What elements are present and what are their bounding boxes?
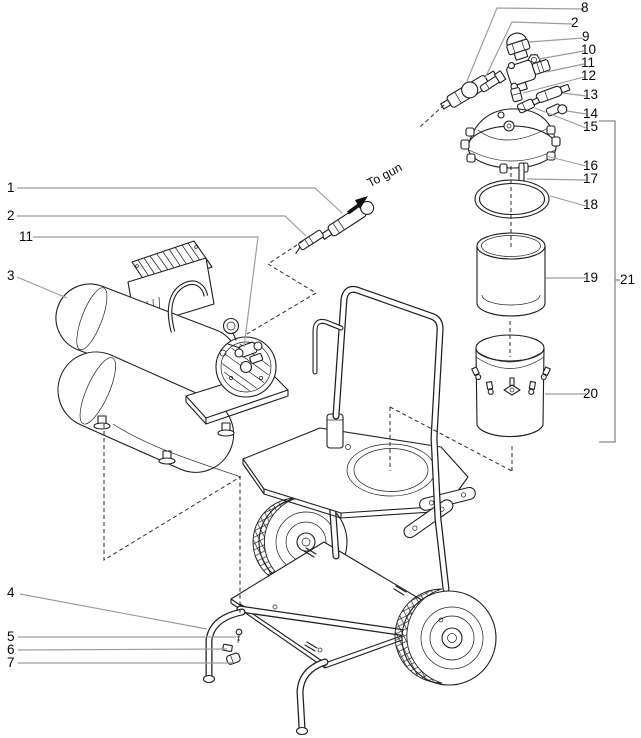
part-19-liner-cup (476, 232, 546, 317)
compressor-fan-shroud (215, 336, 277, 398)
pot-wing-bolt (503, 377, 521, 396)
callout-7: 7 (7, 655, 15, 670)
part-18-gasket (474, 179, 550, 219)
cart-assembly (202, 285, 497, 736)
part-20-pressure-pot (471, 334, 551, 438)
callout-16: 16 (583, 158, 599, 173)
to-gun-fittings (295, 196, 375, 254)
part-12-fitting (510, 82, 523, 103)
callout-19: 19 (583, 270, 599, 285)
callout-11-right: 11 (581, 55, 596, 70)
compressor-tank-lower (57, 351, 235, 473)
callout-6: 6 (7, 642, 15, 657)
callout-12: 12 (581, 68, 597, 83)
callout-2-left: 2 (7, 208, 15, 223)
part-16-lid (460, 108, 561, 174)
pressure-gauge (222, 317, 240, 341)
to-gun-arrow-icon (346, 196, 368, 215)
part-2-fitting-right (479, 70, 507, 93)
compressor-hose (167, 280, 209, 333)
cart-handle (312, 285, 450, 593)
callout-10: 10 (581, 42, 597, 57)
part-8-coupler (440, 70, 499, 110)
part-2-fitting-left (295, 229, 324, 254)
power-cord (112, 423, 242, 478)
part-11-valve-body (506, 59, 551, 93)
front-leg (202, 608, 246, 684)
part-1-coupler (320, 200, 375, 240)
outlet-manifold (219, 341, 264, 364)
callout-20: 20 (583, 386, 599, 401)
callout-9: 9 (582, 29, 590, 44)
rear-leg (295, 658, 329, 736)
compressor-feet (93, 415, 235, 465)
callout-2-right: 2 (571, 15, 579, 30)
callout-5: 5 (7, 629, 15, 644)
callout-18: 18 (583, 197, 599, 212)
pressure-pot-assembly (460, 108, 561, 438)
right-wheel (394, 588, 497, 686)
callout-15: 15 (583, 119, 599, 134)
compressor-assembly (55, 240, 289, 478)
callout-3: 3 (7, 268, 15, 283)
callout-leader-lines (16, 7, 587, 664)
callout-1: 1 (7, 180, 15, 195)
callout-8: 8 (581, 0, 589, 15)
callout-11-left: 11 (19, 229, 34, 244)
part-14-elbow (545, 103, 568, 117)
callout-17: 17 (583, 171, 599, 186)
callout-14: 14 (583, 106, 599, 121)
leg-fasteners (222, 628, 243, 665)
group-bracket-21 (599, 120, 620, 443)
callout-21: 21 (620, 272, 636, 287)
assembly-axis-lines (103, 104, 513, 616)
callout-4: 4 (7, 585, 15, 600)
part-9-regulator-knob (506, 32, 531, 61)
callout-13: 13 (583, 87, 599, 102)
regulator-parts-cluster (440, 32, 571, 117)
